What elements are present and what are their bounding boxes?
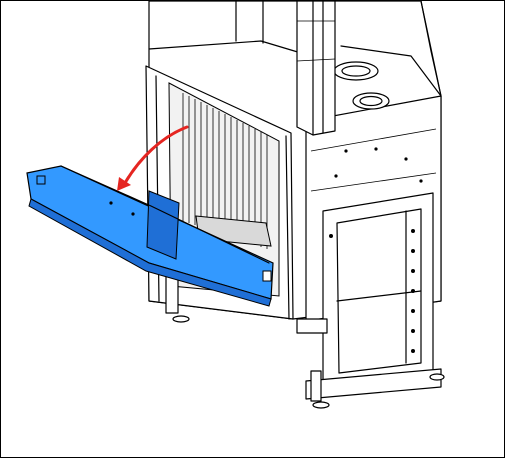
adjustable-feet bbox=[165, 270, 445, 409]
tilted-door-panel bbox=[26, 165, 274, 307]
support-frame bbox=[305, 192, 442, 400]
motion-arrow bbox=[117, 125, 189, 191]
rear-cladding-slats bbox=[182, 93, 268, 249]
chimney-duct bbox=[296, 1, 390, 136]
